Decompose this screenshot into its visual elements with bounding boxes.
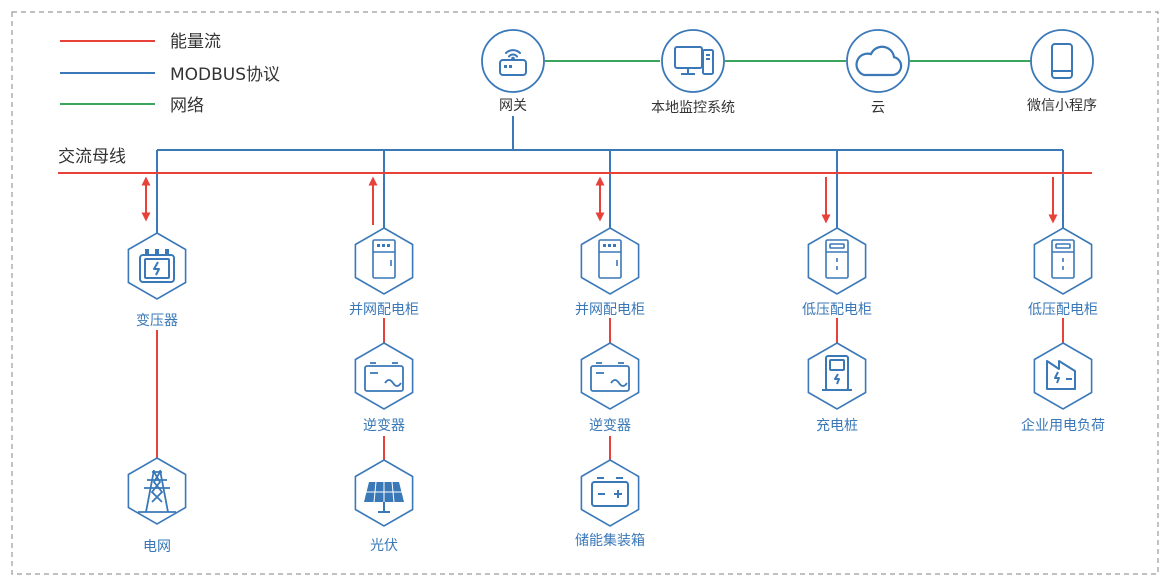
gateway-label: 网关 xyxy=(499,98,527,114)
lv-cabinet-node-2: 低压配电柜 xyxy=(1028,227,1098,318)
grid-cabinet-node-1: 并网配电柜 xyxy=(349,227,419,318)
charging-pile-icon xyxy=(822,355,852,391)
diagram-frame xyxy=(11,11,1159,575)
storage-node: 储能集装箱 xyxy=(575,459,645,549)
charger-label: 充电桩 xyxy=(816,417,858,434)
phone-icon xyxy=(1051,43,1073,79)
charger-node: 充电桩 xyxy=(807,342,867,434)
inverter-label-2: 逆变器 xyxy=(589,418,631,434)
app-label: 微信小程序 xyxy=(1027,98,1097,114)
ac-bus-label: 交流母线 xyxy=(58,147,126,167)
cabinet-icon xyxy=(598,239,622,279)
legend-modbus-label: MODBUS协议 xyxy=(170,65,280,85)
transformer-icon xyxy=(139,249,175,283)
legend: 能量流 MODBUS协议 网络 xyxy=(60,32,280,116)
cloud-node: 云 xyxy=(846,29,910,116)
cabinet-icon xyxy=(825,239,849,279)
computer-icon xyxy=(674,46,714,75)
grid-cabinet-node-2: 并网配电柜 xyxy=(575,227,645,318)
factory-icon xyxy=(1046,360,1076,390)
pv-node: 光伏 xyxy=(354,459,414,554)
monitor-label: 本地监控系统 xyxy=(651,100,735,116)
inverter-node-2: 逆变器 xyxy=(580,342,640,434)
cabinet-icon xyxy=(1051,239,1075,279)
monitor-node: 本地监控系统 xyxy=(651,29,735,116)
cabinet-icon xyxy=(372,239,396,279)
inverter-icon xyxy=(590,362,630,392)
enterprise-load-label: 企业用电负荷 xyxy=(1021,417,1105,434)
app-node: 微信小程序 xyxy=(1027,29,1097,114)
inverter-label-1: 逆变器 xyxy=(363,418,405,434)
gateway-node: 网关 xyxy=(481,29,545,114)
cloud-label: 云 xyxy=(871,100,885,116)
battery-icon xyxy=(591,477,629,507)
grid-label: 电网 xyxy=(143,539,171,555)
lv-cabinet-label-1: 低压配电柜 xyxy=(802,302,872,318)
pv-label: 光伏 xyxy=(370,538,398,554)
grid-cabinet-label-2: 并网配电柜 xyxy=(575,302,645,318)
cloud-icon xyxy=(855,45,903,77)
lv-cabinet-node-1: 低压配电柜 xyxy=(802,227,872,318)
grid-cabinet-label-1: 并网配电柜 xyxy=(349,302,419,318)
legend-energy-label: 能量流 xyxy=(170,32,221,52)
grid-node: 电网 xyxy=(127,457,187,555)
transformer-node: 变压器 xyxy=(127,232,187,329)
enterprise-load-node: 企业用电负荷 xyxy=(1021,342,1105,434)
inverter-node-1: 逆变器 xyxy=(354,342,414,434)
power-tower-icon xyxy=(138,469,176,513)
legend-network-label: 网络 xyxy=(170,96,204,116)
lv-cabinet-label-2: 低压配电柜 xyxy=(1028,302,1098,318)
transformer-label: 变压器 xyxy=(136,313,178,329)
router-icon xyxy=(499,49,527,76)
solar-panel-icon xyxy=(364,481,404,513)
storage-label: 储能集装箱 xyxy=(575,532,645,549)
inverter-icon xyxy=(364,362,404,392)
